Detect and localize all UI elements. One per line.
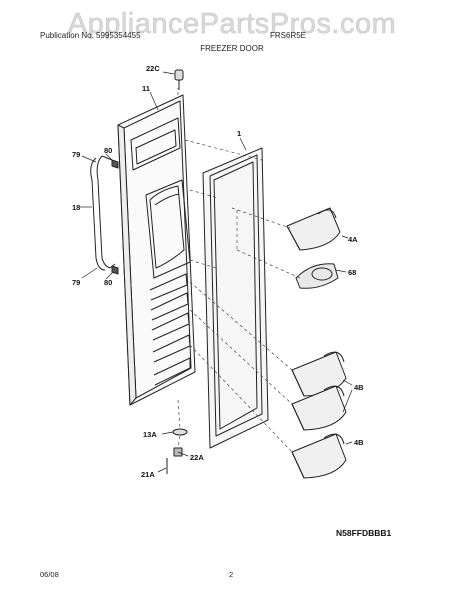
bottom-hinge-parts (166, 428, 188, 474)
callout-1: 1 (237, 129, 241, 138)
callout-4B-upper: 4B (354, 383, 364, 392)
section-title: FREEZER DOOR (200, 44, 264, 53)
door-gasket (202, 147, 269, 449)
door-bin-4B-upper (291, 351, 347, 397)
callout-22A: 22A (190, 453, 204, 462)
callout-80-bottom: 80 (104, 278, 112, 287)
footer-page-number: 2 (229, 570, 234, 579)
publication-number: Publication No. 5995354455 (40, 31, 141, 40)
watermark: AppliancePartsPros.com (67, 8, 397, 41)
callout-4A: 4A (348, 235, 358, 244)
callout-11: 11 (142, 84, 150, 93)
door-outer-panel (117, 69, 196, 406)
door-handle (90, 155, 119, 275)
callout-79-top: 79 (72, 150, 80, 159)
callout-79-bottom: 79 (72, 278, 80, 287)
callout-18: 18 (72, 203, 80, 212)
model-number: FRS6R5E (270, 31, 307, 40)
figure-code: N58FFDBBB1 (336, 528, 392, 538)
callout-13A: 13A (143, 430, 157, 439)
callout-22C: 22C (146, 64, 160, 73)
callout-68: 68 (348, 268, 356, 277)
door-bin-4A (286, 207, 341, 251)
footer-date: 06/08 (40, 570, 59, 579)
bin-part-68 (295, 263, 339, 289)
hinge-pin-part (174, 69, 184, 90)
door-bin-4B-middle (291, 385, 347, 431)
callout-21A: 21A (141, 470, 155, 479)
callout-80-top: 80 (104, 146, 112, 155)
door-bin-4B-lower (291, 433, 347, 479)
callout-4B-lower: 4B (354, 438, 364, 447)
